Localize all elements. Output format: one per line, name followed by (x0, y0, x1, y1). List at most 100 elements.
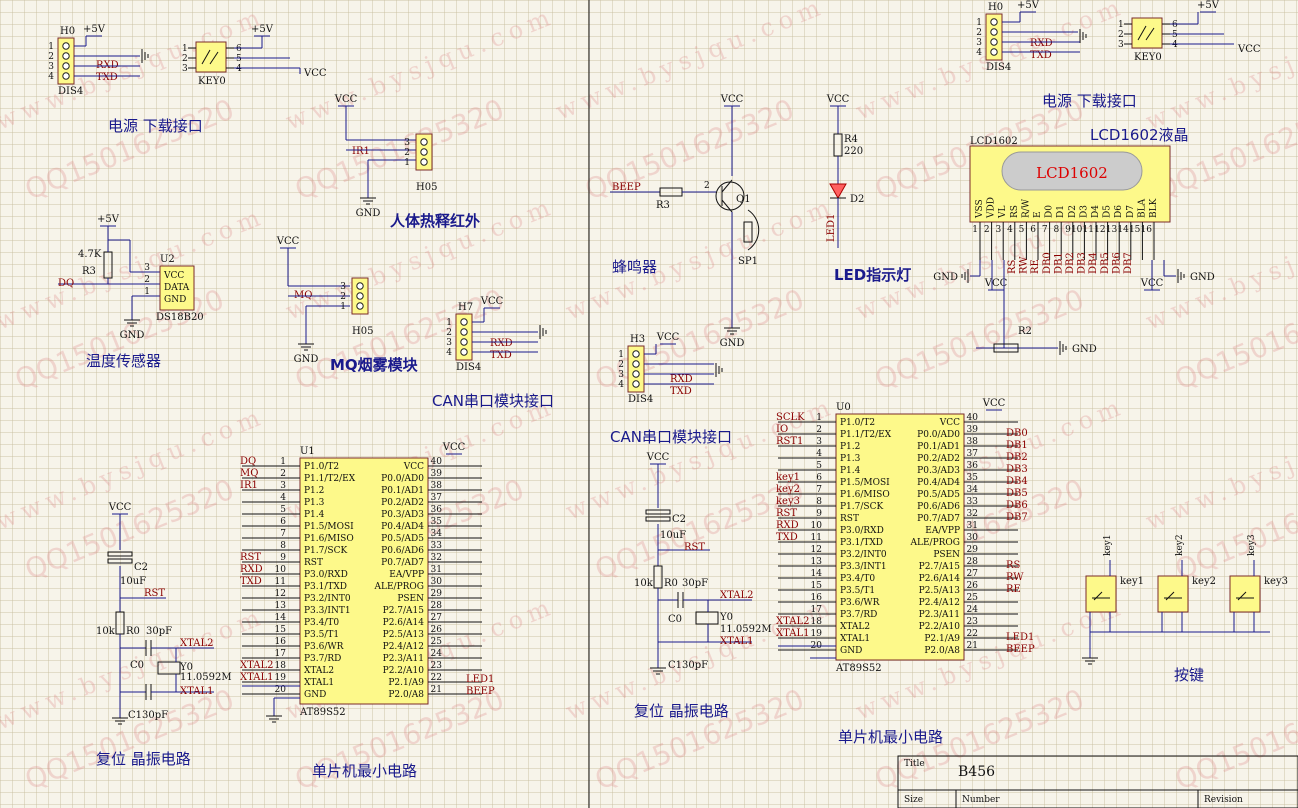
wire (209, 51, 219, 65)
ref-label: H0 (988, 2, 1003, 13)
pin-number: 38 (431, 481, 443, 491)
vcc-label: VCC (982, 398, 1006, 409)
pin-name: VCC (939, 418, 960, 428)
pin-number: 9 (1065, 225, 1071, 235)
revision-label: Revision (1204, 795, 1243, 805)
net-label: DB3 (1006, 464, 1028, 475)
pin-name: P1.3 (840, 454, 861, 464)
lcd-pin-name: BLA (1137, 198, 1147, 218)
net-label: BEEP (612, 182, 641, 193)
gnd-label: GND (1072, 344, 1097, 355)
lcd-pin-name: D1 (1056, 205, 1066, 218)
crystal-value: 11.0592M (180, 672, 232, 683)
pin-circle (632, 380, 640, 388)
pin-number: 13 (275, 601, 287, 611)
pin-name: P0.6/AD6 (917, 502, 960, 512)
pin-number: 10 (275, 565, 287, 575)
net-label: DB4 (1006, 476, 1028, 487)
net-label: TXD (776, 532, 798, 543)
pin-number: 30 (431, 577, 443, 587)
pin-number: 7 (1042, 225, 1048, 235)
pin-name: P2.7/A15 (919, 562, 961, 572)
lcd-net-label: DB3 (1077, 252, 1088, 274)
pin-name: PSEN (397, 594, 424, 604)
pin-name: P2.7/A15 (383, 606, 425, 616)
pin-number: 1 (816, 413, 822, 423)
pin-name: P1.0/T2 (304, 462, 339, 472)
vcc-symbol: VCC (276, 236, 300, 249)
pin-name: P0.0/AD0 (381, 474, 424, 484)
pin-name: ALE/PROG (374, 582, 424, 592)
lcd-pin-name: D7 (1126, 205, 1136, 218)
pin-name: ALE/PROG (910, 538, 960, 548)
pin-number: 21 (967, 641, 978, 651)
section-title-power: 电源 下载接口 (1042, 92, 1137, 110)
ref-label: H05 (416, 182, 437, 193)
resistor-ref: R3 (656, 200, 670, 211)
gnd-label: GND (120, 330, 145, 341)
connector-body (455, 313, 473, 361)
vcc-label: VCC (646, 452, 670, 463)
pin-name: P2.2/A10 (919, 622, 961, 632)
lcd-pin-name: D6 (1114, 205, 1124, 218)
pin-number: 28 (967, 557, 979, 567)
vcc-label: VCC (480, 296, 504, 307)
capacitor (645, 509, 671, 522)
wire (1093, 591, 1103, 601)
net-label: XTAL1 (776, 628, 809, 639)
pin-number: 1 (48, 42, 54, 52)
vcc-symbol: +5V (97, 214, 120, 227)
pin-circle (460, 338, 468, 346)
vcc-label: +5V (83, 24, 106, 35)
pin-circle (990, 48, 998, 56)
pin-number: 17 (811, 605, 823, 615)
part-label: DIS4 (58, 86, 83, 97)
vcc-label: VCC (303, 68, 327, 79)
cap-ref: C2 (672, 514, 686, 525)
pin-number: 26 (431, 625, 443, 635)
net-label: RXD (776, 520, 799, 531)
vcc-symbol: VCC (826, 94, 850, 107)
pin-name: P3.7/RD (840, 610, 877, 620)
pin-number: 4 (618, 380, 624, 390)
pin-name: P0.3/AD3 (917, 466, 960, 476)
pin-number: 31 (967, 521, 978, 531)
section-title-mcu: 单片机最小电路 (838, 728, 943, 746)
resistor (833, 133, 843, 157)
pin-number: 2 (280, 469, 286, 479)
pin-number: 2 (182, 54, 188, 64)
ref-label: H0 (60, 26, 75, 37)
ds18b20-body (159, 265, 195, 311)
pin-number: 2 (984, 225, 990, 235)
pin-name: P3.7/RD (304, 654, 341, 664)
net-label: LED1 (466, 674, 494, 685)
pin-circle (420, 148, 428, 156)
resistor (659, 187, 683, 197)
ref-label: H3 (630, 334, 645, 345)
crystal-ref: Y0 (719, 612, 733, 623)
crystal (695, 611, 719, 625)
pin-number: 5 (816, 461, 822, 471)
pin-number: 16 (275, 637, 287, 647)
net-label: RST (144, 588, 165, 599)
pin-number: 8 (280, 541, 286, 551)
ref-label: LCD1602 (970, 136, 1018, 147)
pin-number: 3 (618, 370, 624, 380)
pin-number: 21 (431, 685, 442, 695)
pin-circle (460, 348, 468, 356)
section-title-can: CAN串口模块接口 (610, 428, 732, 446)
wire (1165, 591, 1175, 601)
wire (1237, 591, 1247, 601)
pin-number: 24 (431, 649, 443, 659)
pin-name: P0.2/AD2 (381, 498, 424, 508)
resistor-value: 220 (844, 146, 863, 157)
capacitor (677, 592, 684, 608)
header-connector: 321 (404, 133, 433, 171)
gnd-symbol: GND (720, 320, 744, 349)
vcc-label: +5V (97, 214, 120, 225)
